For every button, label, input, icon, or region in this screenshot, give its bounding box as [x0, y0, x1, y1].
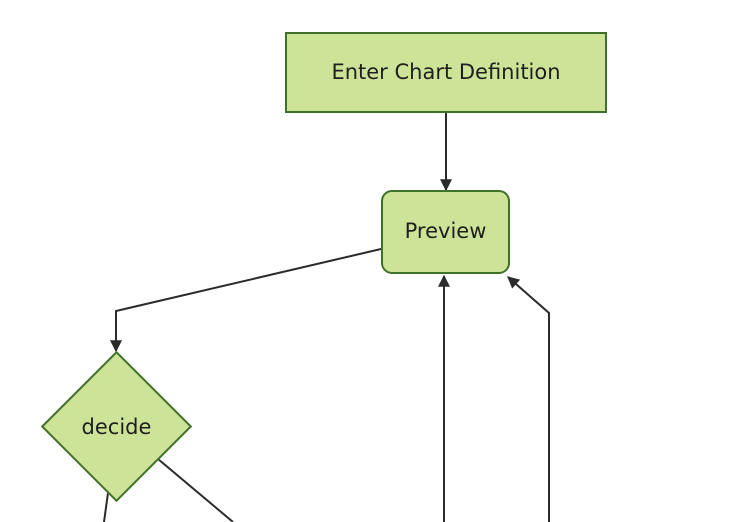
edge-preview-to-decide	[110, 248, 382, 353]
edge-offscreen-to-preview-corner	[507, 276, 550, 522]
node-preview-label: Preview	[404, 219, 487, 244]
node-decide-label: decide	[56, 413, 177, 440]
node-preview: Preview	[381, 190, 510, 274]
edge-decide-to-offscreen-left	[103, 492, 109, 522]
node-decide-label-text: decide	[81, 414, 152, 439]
node-enter-chart-definition: Enter Chart Definition	[285, 32, 607, 113]
node-enter-chart-definition-label: Enter Chart Definition	[331, 59, 561, 84]
edge-decide-to-offscreen-right	[157, 458, 234, 522]
